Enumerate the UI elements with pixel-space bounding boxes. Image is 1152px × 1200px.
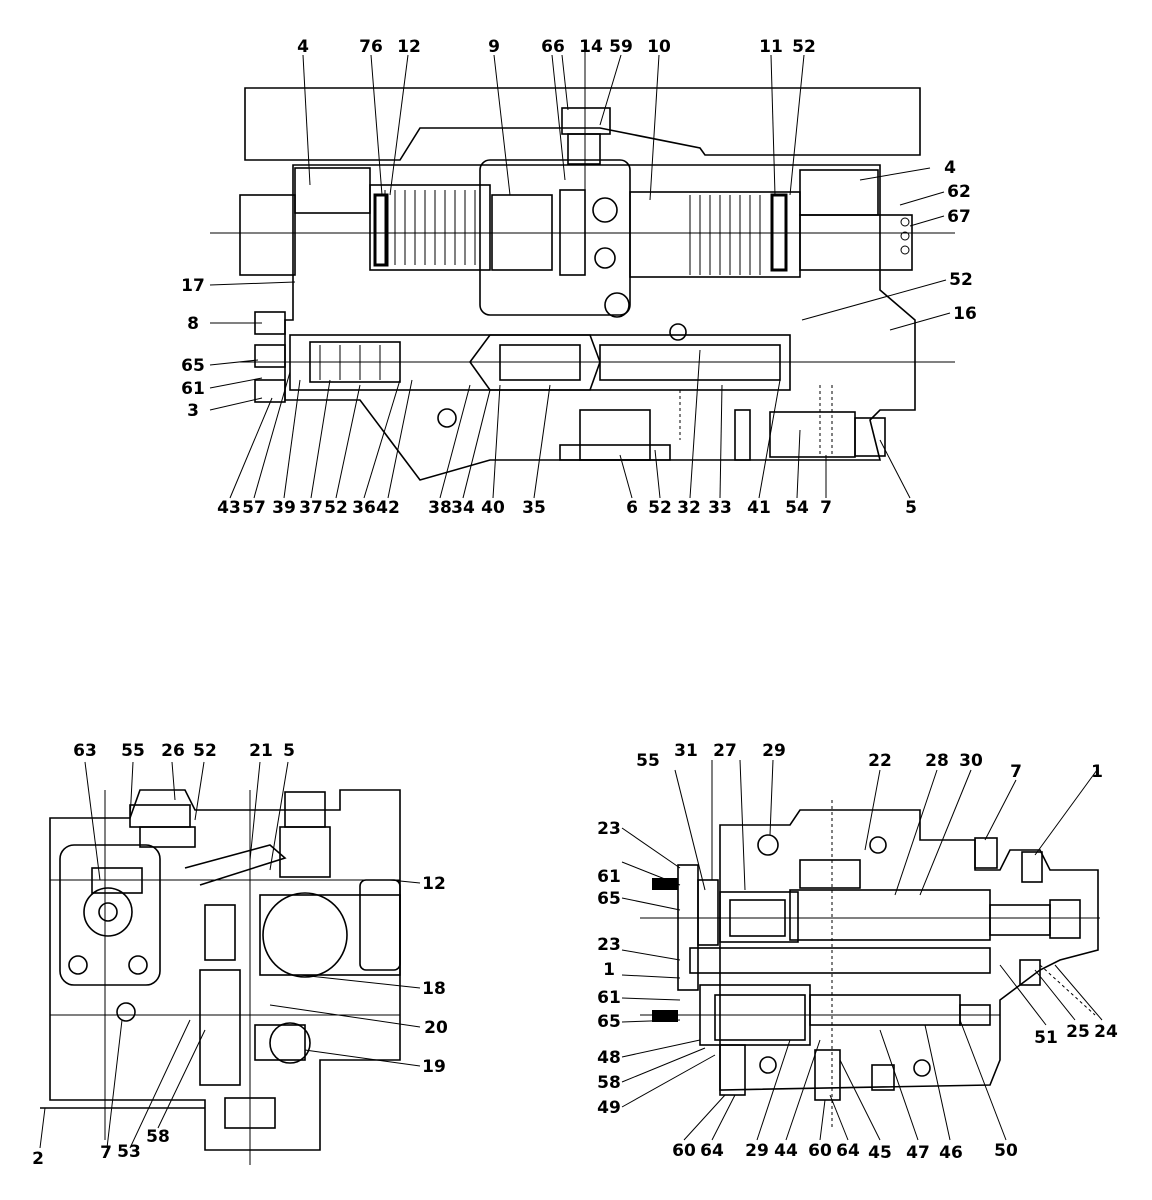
label-bl-26: 26 bbox=[161, 741, 185, 761]
label-top-4: 4 bbox=[297, 37, 309, 57]
label-right-52: 52 bbox=[949, 270, 973, 290]
label-top-11: 11 bbox=[759, 37, 783, 57]
label-br-1b: 1 bbox=[603, 960, 615, 980]
label-left-17: 17 bbox=[181, 276, 205, 296]
label-br-47: 47 bbox=[906, 1143, 930, 1163]
bottom-left-side-view bbox=[40, 789, 401, 1165]
bottom-left-labels: 63 55 26 52 21 5 12 18 20 19 2 7 53 58 bbox=[32, 741, 448, 1169]
label-br-22: 22 bbox=[868, 751, 892, 771]
label-bottom-6: 6 bbox=[626, 498, 638, 518]
label-br-31: 31 bbox=[674, 741, 698, 761]
label-bottom-34: 34 bbox=[451, 498, 475, 518]
label-br-60a: 60 bbox=[672, 1141, 696, 1161]
label-br-49: 49 bbox=[597, 1098, 621, 1118]
label-br-46: 46 bbox=[939, 1143, 963, 1163]
label-br-64a: 64 bbox=[700, 1141, 724, 1161]
label-br-25: 25 bbox=[1066, 1022, 1090, 1042]
bottom-right-labels: 55 31 27 29 22 28 30 7 1 23 61 65 23 1 6… bbox=[597, 741, 1118, 1163]
label-bottom-57: 57 bbox=[242, 498, 266, 518]
label-top-59: 59 bbox=[609, 37, 633, 57]
label-right-4: 4 bbox=[944, 158, 956, 178]
label-bottom-43: 43 bbox=[217, 498, 241, 518]
label-right-67: 67 bbox=[947, 207, 971, 227]
label-right-62: 62 bbox=[947, 182, 971, 202]
label-top-52: 52 bbox=[792, 37, 816, 57]
label-bottom-40: 40 bbox=[481, 498, 505, 518]
label-bl-63: 63 bbox=[73, 741, 97, 761]
label-bottom-42: 42 bbox=[376, 498, 400, 518]
label-bl-18: 18 bbox=[422, 979, 446, 999]
label-br-65b: 65 bbox=[597, 1012, 621, 1032]
label-bl-19: 19 bbox=[422, 1057, 446, 1077]
label-br-60b: 60 bbox=[808, 1141, 832, 1161]
label-br-29: 29 bbox=[762, 741, 786, 761]
label-bottom-33: 33 bbox=[708, 498, 732, 518]
label-top-14: 14 bbox=[579, 37, 603, 57]
label-left-8: 8 bbox=[187, 314, 199, 334]
top-view-labels: 4 76 12 9 66 14 59 10 11 52 4 62 67 52 1… bbox=[181, 37, 977, 518]
label-bl-52: 52 bbox=[193, 741, 217, 761]
label-bottom-52b: 52 bbox=[648, 498, 672, 518]
label-br-30: 30 bbox=[959, 751, 983, 771]
label-left-65: 65 bbox=[181, 356, 205, 376]
label-br-48: 48 bbox=[597, 1048, 621, 1068]
label-bottom-32: 32 bbox=[677, 498, 701, 518]
label-bl-53: 53 bbox=[117, 1142, 141, 1162]
label-bl-7: 7 bbox=[100, 1143, 112, 1163]
label-bottom-7: 7 bbox=[820, 498, 832, 518]
label-bl-55: 55 bbox=[121, 741, 145, 761]
label-br-28: 28 bbox=[925, 751, 949, 771]
label-bottom-36: 36 bbox=[352, 498, 376, 518]
label-br-64b: 64 bbox=[836, 1141, 860, 1161]
label-br-61a: 61 bbox=[597, 867, 621, 887]
label-br-45: 45 bbox=[868, 1143, 892, 1163]
label-br-23a: 23 bbox=[597, 819, 621, 839]
label-left-61: 61 bbox=[181, 379, 205, 399]
label-top-9: 9 bbox=[488, 37, 500, 57]
label-bl-20: 20 bbox=[424, 1018, 448, 1038]
label-top-76: 76 bbox=[359, 37, 383, 57]
label-br-1: 1 bbox=[1091, 762, 1103, 782]
label-bottom-38: 38 bbox=[428, 498, 452, 518]
label-br-51: 51 bbox=[1034, 1028, 1058, 1048]
label-bl-21: 21 bbox=[249, 741, 273, 761]
label-bottom-54: 54 bbox=[785, 498, 809, 518]
label-br-24: 24 bbox=[1094, 1022, 1118, 1042]
top-assembly-view bbox=[210, 45, 955, 481]
label-bl-2: 2 bbox=[32, 1149, 44, 1169]
label-br-29b: 29 bbox=[745, 1141, 769, 1161]
label-bl-5: 5 bbox=[283, 741, 295, 761]
label-top-10: 10 bbox=[647, 37, 671, 57]
label-bl-58: 58 bbox=[146, 1127, 170, 1147]
label-br-58: 58 bbox=[597, 1073, 621, 1093]
label-br-27: 27 bbox=[713, 741, 737, 761]
label-br-44: 44 bbox=[774, 1141, 798, 1161]
label-bottom-39: 39 bbox=[272, 498, 296, 518]
label-br-61b: 61 bbox=[597, 988, 621, 1008]
label-top-12: 12 bbox=[397, 37, 421, 57]
label-bl-12: 12 bbox=[422, 874, 446, 894]
label-left-3: 3 bbox=[187, 401, 199, 421]
label-bottom-41: 41 bbox=[747, 498, 771, 518]
label-br-23b: 23 bbox=[597, 935, 621, 955]
label-br-65a: 65 bbox=[597, 889, 621, 909]
label-right-16: 16 bbox=[953, 304, 977, 324]
label-bottom-52a: 52 bbox=[324, 498, 348, 518]
label-bottom-5: 5 bbox=[905, 498, 917, 518]
label-br-55: 55 bbox=[636, 751, 660, 771]
label-br-50: 50 bbox=[994, 1141, 1018, 1161]
bottom-right-side-view bbox=[640, 800, 1100, 1130]
label-bottom-35: 35 bbox=[522, 498, 546, 518]
label-top-66: 66 bbox=[541, 37, 565, 57]
label-bottom-37: 37 bbox=[299, 498, 323, 518]
label-br-7: 7 bbox=[1010, 762, 1022, 782]
